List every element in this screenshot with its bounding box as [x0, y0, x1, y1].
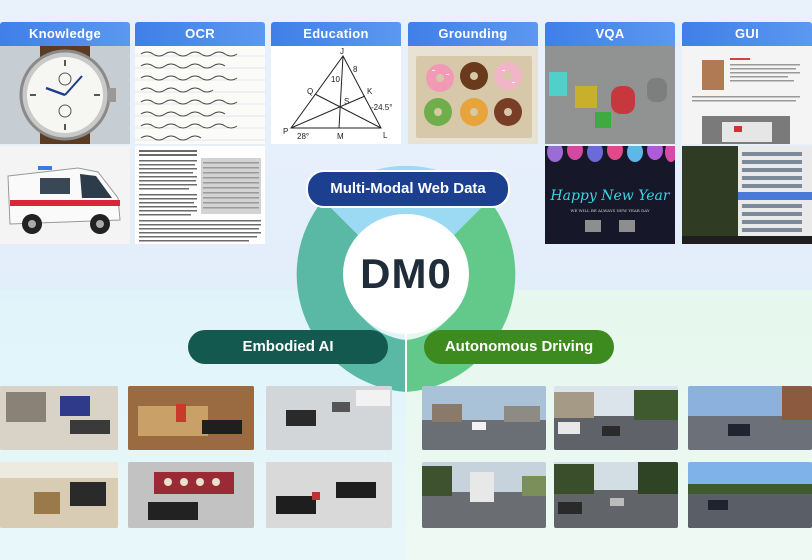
category-header: OCR — [135, 22, 265, 46]
category-grounding: Grounding — [408, 22, 538, 46]
category-education: Education — [271, 22, 401, 46]
label-angle-p: 28° — [297, 132, 309, 141]
street-photo-6 — [688, 462, 812, 528]
label-10: 10 — [331, 75, 340, 84]
street-photo-2 — [554, 386, 678, 450]
label-8: 8 — [353, 65, 358, 74]
new-year-subtitle: WE WILL BE ALWAYS NEW YEAR DAY — [570, 208, 650, 213]
wristwatch-image — [0, 46, 130, 144]
label-l: L — [383, 131, 388, 140]
geometry-diagram-image: J Q 10 8 S K -24.5° P 28° M L — [271, 46, 401, 144]
app-menu-screenshot-image — [682, 146, 812, 244]
robot-photo-5 — [128, 462, 254, 528]
category-header: GUI — [682, 22, 812, 46]
web-data-label: Multi-Modal Web Data — [306, 170, 510, 208]
donuts-image — [408, 46, 538, 144]
robot-photo-6 — [266, 462, 392, 528]
handwritten-text-image — [135, 46, 265, 144]
embodied-ai-label: Embodied AI — [188, 330, 388, 364]
label-k: K — [367, 87, 373, 96]
ambulance-image — [0, 146, 130, 244]
3d-shapes-image — [545, 46, 675, 144]
dm0-center-label: DM0 — [343, 214, 469, 334]
robot-photo-4 — [0, 462, 118, 528]
printed-document-image — [135, 146, 265, 244]
label-s: S — [344, 97, 349, 106]
category-gui: GUI — [682, 22, 812, 46]
category-header: Education — [271, 22, 401, 46]
category-header: VQA — [545, 22, 675, 46]
category-ocr: OCR — [135, 22, 265, 46]
robot-photo-3 — [266, 386, 392, 450]
street-photo-3 — [688, 386, 812, 450]
label-j: J — [340, 47, 344, 56]
category-knowledge: Knowledge — [0, 22, 130, 46]
new-year-card-image: Happy New Year WE WILL BE ALWAYS NEW YEA… — [545, 146, 675, 244]
robot-photo-2 — [128, 386, 254, 450]
street-photo-5 — [554, 462, 678, 528]
label-q: Q — [307, 87, 313, 96]
street-photo-4 — [422, 462, 546, 528]
category-header: Knowledge — [0, 22, 130, 46]
robot-photo-1 — [0, 386, 118, 450]
label-p: P — [283, 127, 288, 136]
new-year-title: Happy New Year — [549, 188, 670, 204]
label-m: M — [337, 132, 344, 141]
label-angle-k: -24.5° — [371, 103, 392, 112]
category-header: Grounding — [408, 22, 538, 46]
autonomous-driving-label: Autonomous Driving — [424, 330, 614, 364]
webpage-screenshot-image — [682, 46, 812, 144]
street-photo-1 — [422, 386, 546, 450]
category-vqa: VQA — [545, 22, 675, 46]
